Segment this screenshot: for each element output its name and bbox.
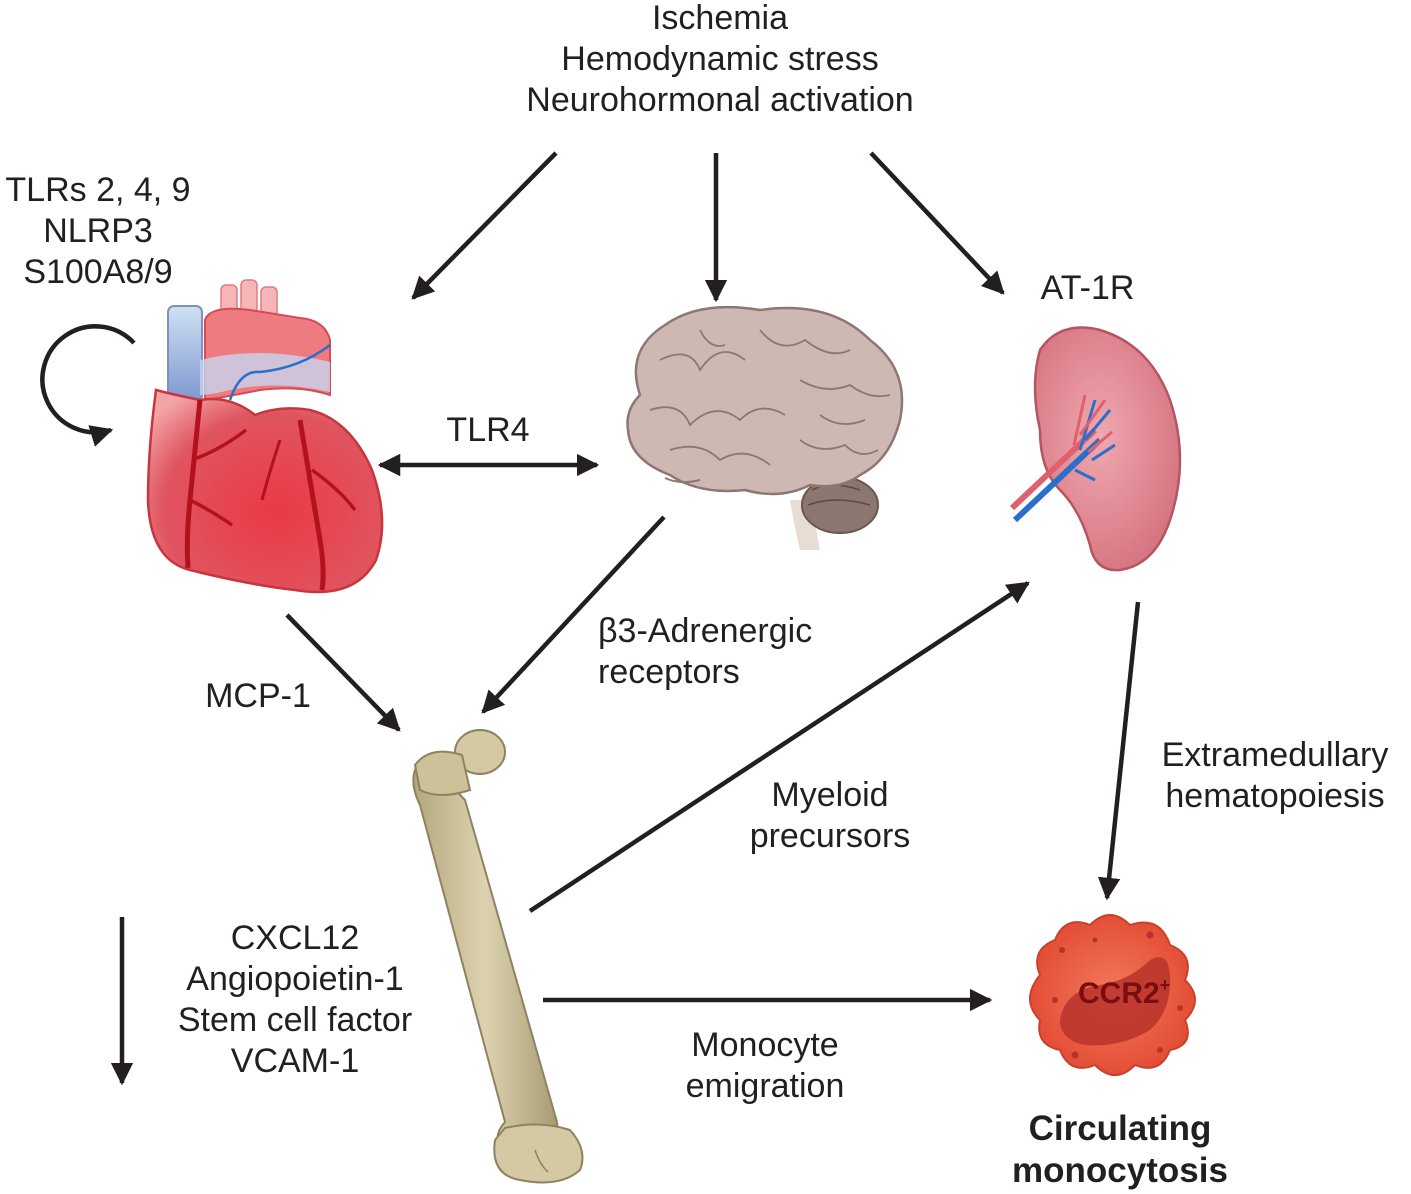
emigration-line1: Monocyte <box>691 1026 839 1064</box>
heart-receptors-label: TLRs 2, 4, 9 NLRP3 S100A8/9 <box>0 170 196 293</box>
monocyte-marker-label: CCR2+ <box>1078 975 1170 1010</box>
mcp1-label: MCP-1 <box>205 677 311 715</box>
arrow-bone-to-spleen <box>528 581 1030 913</box>
bone-illustration <box>412 729 584 1184</box>
brain-illustration <box>626 305 904 550</box>
outcome-label: Circulating monocytosis <box>990 1108 1250 1192</box>
receptor-nlrp3: NLRP3 <box>43 212 153 250</box>
monocyte-illustration <box>1029 914 1196 1076</box>
receptor-s100a8-9: S100A8/9 <box>23 253 173 291</box>
extramedullary-label: Extramedullary hematopoiesis <box>1140 735 1410 817</box>
factor-angiopoietin-1: Angiopoietin-1 <box>186 960 404 998</box>
extramedullary-line1: Extramedullary <box>1161 736 1389 774</box>
heart-illustration <box>146 279 384 594</box>
myeloid-line1: Myeloid <box>771 776 889 814</box>
spleen-illustration <box>1009 326 1182 572</box>
myeloid-line2: precursors <box>749 817 911 855</box>
factor-stem-cell-factor: Stem cell factor <box>177 1001 413 1039</box>
heart-autocrine-loop-arrow <box>40 324 136 447</box>
receptor-tlrs: TLRs 2, 4, 9 <box>5 171 191 209</box>
factor-cxcl12: CXCL12 <box>230 919 360 957</box>
extramedullary-line2: hematopoiesis <box>1165 777 1385 815</box>
arrow-stimuli-to-spleen <box>869 151 1005 295</box>
spleen-receptor-label: AT-1R <box>1040 269 1135 307</box>
beta3-line1: β3-Adrenergic <box>598 612 813 650</box>
bone-factors-label: CXCL12 Angiopoietin-1 Stem cell factor V… <box>150 918 440 1082</box>
factor-vcam-1: VCAM-1 <box>230 1042 360 1080</box>
arrow-spleen-to-monocyte <box>1097 601 1141 901</box>
myeloid-label: Myeloid precursors <box>720 775 940 857</box>
arrow-stimuli-to-heart <box>411 151 558 300</box>
tlr4-label: TLR4 <box>446 411 530 449</box>
outcome-line1: Circulating <box>1028 1109 1212 1148</box>
stimulus-ischemia: Ischemia <box>651 0 789 37</box>
beta3-line2: receptors <box>598 653 740 691</box>
emigration-label: Monocyte emigration <box>640 1025 890 1107</box>
monocyte-marker-sup: + <box>1160 975 1171 995</box>
emigration-line2: emigration <box>685 1067 845 1105</box>
stimuli-label: Ischemia Hemodynamic stress Neurohormona… <box>470 0 970 121</box>
outcome-line2: monocytosis <box>1012 1151 1228 1190</box>
beta3-label: β3-Adrenergic receptors <box>598 611 858 693</box>
monocyte-marker-text: CCR2 <box>1078 977 1160 1010</box>
stimulus-neurohormonal-activation: Neurohormonal activation <box>526 81 914 119</box>
stimulus-hemodynamic-stress: Hemodynamic stress <box>561 40 879 78</box>
arrow-brain-to-bone <box>481 515 666 714</box>
arrow-heart-to-bone <box>285 613 401 732</box>
